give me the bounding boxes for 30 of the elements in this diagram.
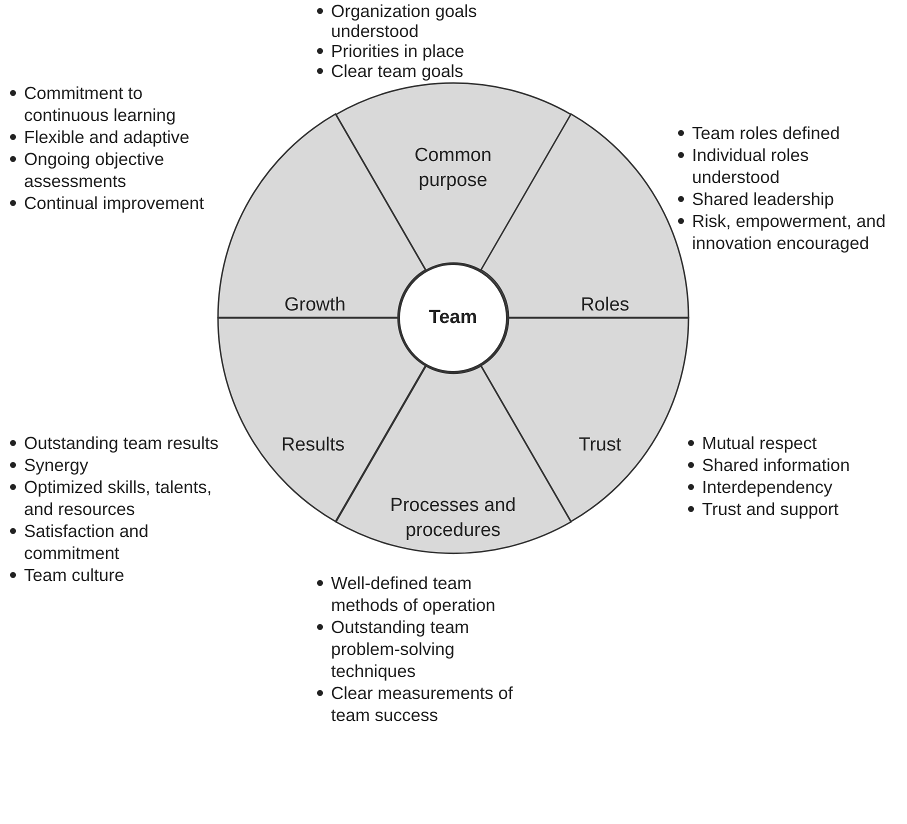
bullet-text: Clear measurements of team success [331,683,513,725]
bullet-text: Ongoing objective assessments [24,149,164,191]
bullet-text: Well-defined team methods of operation [331,573,496,615]
bullet-text: Clear team goals [331,61,464,81]
bullet-text: Outstanding team results [24,433,219,453]
bullet-text: Shared information [702,455,850,475]
segment-label: Growth [283,293,347,318]
segment-label: Trust [578,434,622,458]
bullet-text: Satisfaction and commitment [24,521,149,563]
segment-label: Common purpose [413,144,493,193]
bullet-text: Interdependency [702,477,832,497]
bullet-text: Flexible and adaptive [24,127,190,147]
bullet-text: Commitment to continuous learning [24,83,176,125]
bullet-text: Risk, empowerment, and innovation encouraged [692,211,886,253]
bullet-text: Priorities in place [331,41,464,61]
segment-label: Processes and procedures [389,494,517,543]
bullet-text: Mutual respect [702,433,817,453]
bullet-text: Team culture [24,565,124,585]
bullet-text: Synergy [24,455,88,475]
bullet-text: Continual improvement [24,193,204,213]
segment-label: Roles [580,293,630,318]
bullet-text: Individual roles understood [692,145,809,187]
bullet-text: Outstanding team problem-solving techniques [331,617,470,681]
center-label: Team [428,307,478,329]
bullet-text: Optimized skills, talents, and resources [24,477,212,519]
bullet-text: Shared leadership [692,189,834,209]
bullet-text: Trust and support [702,499,839,519]
segment-label: Results [280,434,346,458]
bullet-text: Organization goals understood [331,1,477,41]
bullet-text: Team roles defined [692,123,840,143]
